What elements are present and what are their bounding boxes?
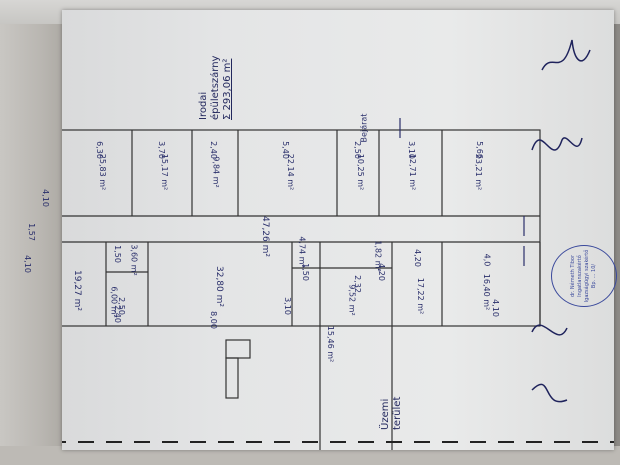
stamp-line: dr. Németh Tibor xyxy=(570,255,576,298)
room-area: 3,60 m² xyxy=(129,244,139,276)
outside-area-label: Üzemi terület xyxy=(380,397,404,430)
signature-mid xyxy=(531,324,568,336)
signature-top xyxy=(531,137,583,151)
room-dim: 4,0 xyxy=(482,253,492,267)
dimension-label: 1,50 xyxy=(300,263,310,281)
room-dim: 2,50 xyxy=(352,141,362,159)
background-surface-bottom xyxy=(0,446,620,465)
dimension-label: 4,10 xyxy=(22,255,32,273)
dimension-label: 1,57 xyxy=(26,223,36,241)
room-dim: 2,40 xyxy=(208,141,218,159)
room-dim: 5,40 xyxy=(280,141,290,159)
room-dim: 3,70 xyxy=(156,141,166,159)
room-area: 22,14 m² xyxy=(286,153,296,191)
room-area: 17,22 m² xyxy=(416,277,426,315)
dimension-label: 4,10 xyxy=(490,299,500,317)
dimension-label: 4,10 xyxy=(40,189,50,207)
room-dim: 1,50 xyxy=(112,245,122,263)
plan-title-total: Σ 293,06 m² xyxy=(222,58,233,120)
room-dim: 4,20 xyxy=(412,249,422,267)
floor-plan-drawing xyxy=(62,39,614,450)
outside-area-line2: terület xyxy=(392,396,403,430)
dimension-label: 4,20 xyxy=(376,263,386,281)
room-dim: 6,30 xyxy=(94,141,104,159)
room-area: 23,21 m² xyxy=(474,153,484,191)
room-area: 15,17 m² xyxy=(160,153,170,191)
signature-bottom xyxy=(531,383,568,403)
outside-area-line1: Üzemi xyxy=(380,398,391,430)
dimension-label: 2,50 xyxy=(116,297,126,315)
dimension-label: 3,10 xyxy=(282,297,292,315)
plan-title: Irodai épületszárny Σ 293,06 m² xyxy=(198,56,234,120)
floor-plan-sheet: Irodai épületszárny Σ 293,06 m² Üzemi te… xyxy=(23,10,614,450)
room-dim: 5,66 xyxy=(474,141,484,159)
stamp-line: Bp. ... 10/ xyxy=(591,263,597,289)
room-area: 25,83 m² xyxy=(98,153,108,191)
room-area: 32,80 m² xyxy=(214,265,225,308)
stair-symbol xyxy=(225,339,251,359)
room-area: 12,71 m² xyxy=(408,153,418,191)
background-surface-left xyxy=(0,0,70,465)
room-dim: 2,32 xyxy=(352,275,362,293)
stamp-line: Igazságügyi szakértő xyxy=(584,249,590,303)
room-area: 9,84 m² xyxy=(211,156,221,188)
room-area: 16,40 m² xyxy=(482,273,492,311)
entrance-label: Bejárat xyxy=(359,113,369,143)
plan-title-line1: Irodai xyxy=(198,91,209,120)
room-area: 19,27 m² xyxy=(72,269,83,312)
room-area: 10,25 m² xyxy=(356,153,366,191)
expert-stamp: dr. Németh Tibor Ingatlanszakértő Igazsá… xyxy=(551,245,617,307)
corridor-area-lower: 15,46 m² xyxy=(326,325,336,363)
stamp-line: Ingatlanszakértő xyxy=(577,255,583,297)
plan-title-line2: épületszárny xyxy=(210,55,221,120)
stair-symbol-leg xyxy=(225,357,239,399)
room-dim: 8,00 xyxy=(208,311,218,329)
corridor-area-main: 47,26 m² xyxy=(260,215,271,258)
building-outline xyxy=(62,129,541,327)
room-dim: 3,10 xyxy=(406,141,416,159)
signature-top-2 xyxy=(541,39,591,71)
